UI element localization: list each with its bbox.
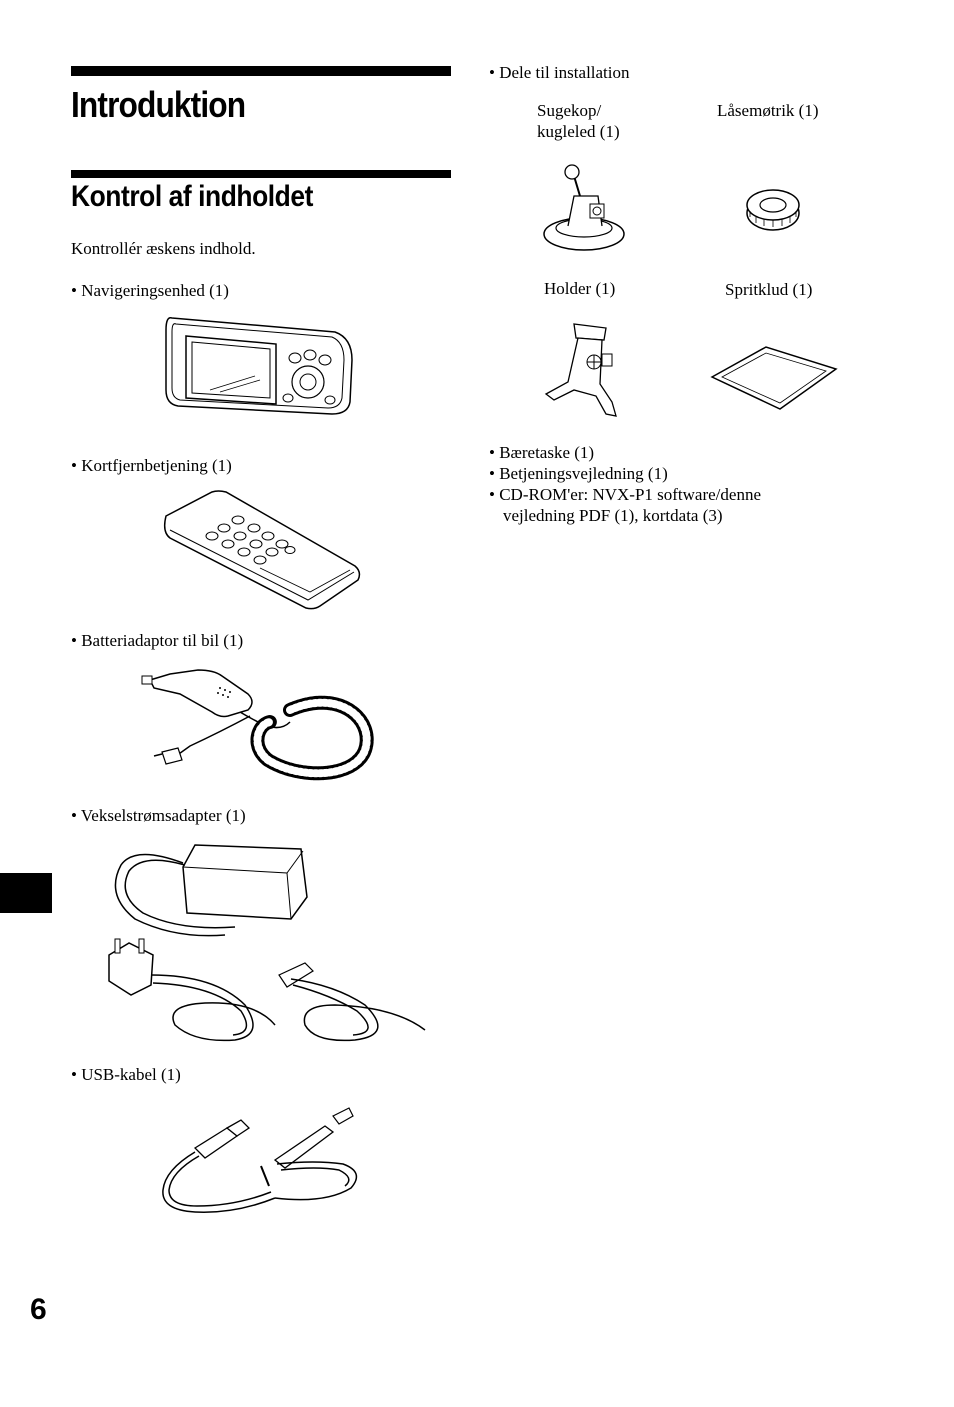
item-remote: • Kortfjernbetjening (1) — [71, 456, 232, 475]
lock-nut-label: Låsemøtrik (1) — [717, 101, 819, 120]
item-carry-case: • Bæretaske (1) — [489, 443, 595, 462]
item-navigation-unit: • Navigeringsenhed (1) — [71, 281, 229, 300]
page-title: Introduktion — [71, 84, 246, 125]
lock-nut-illustration — [744, 185, 802, 235]
usb-cable-illustration — [155, 1100, 365, 1225]
item-car-adapter: • Batteriadaptor til bil (1) — [71, 631, 244, 650]
install-parts-header: • Dele til installation — [489, 63, 630, 82]
section-title: Kontrol af indholdet — [71, 180, 313, 213]
section-side-tab — [0, 873, 52, 913]
item-cdrom-line1: • CD-ROM'er: NVX-P1 software/denne — [489, 485, 761, 504]
suction-cup-illustration — [540, 160, 635, 260]
holder-illustration — [540, 320, 625, 420]
holder-label: Holder (1) — [544, 279, 616, 298]
suction-cup-label-line1: Sugekop/ — [537, 101, 602, 120]
page-number: 6 — [30, 1293, 47, 1326]
cleaning-cloth-label: Spritklud (1) — [725, 280, 813, 299]
item-manual: • Betjeningsvejledning (1) — [489, 464, 668, 483]
section-rule — [71, 170, 451, 178]
item-usb-cable: • USB-kabel (1) — [71, 1065, 181, 1084]
ac-adapter-illustration — [95, 835, 435, 1060]
item-cdrom-line2: vejledning PDF (1), kortdata (3) — [503, 506, 723, 525]
remote-illustration — [160, 488, 365, 618]
heading-rule-top — [71, 66, 451, 76]
suction-cup-label-line2: kugleled (1) — [537, 122, 620, 141]
intro-text: Kontrollér æskens indhold. — [71, 239, 256, 258]
item-ac-adapter: • Vekselstrømsadapter (1) — [71, 806, 246, 825]
car-adapter-illustration — [140, 660, 380, 800]
cleaning-cloth-illustration — [710, 345, 840, 415]
navigation-unit-illustration — [160, 310, 360, 420]
